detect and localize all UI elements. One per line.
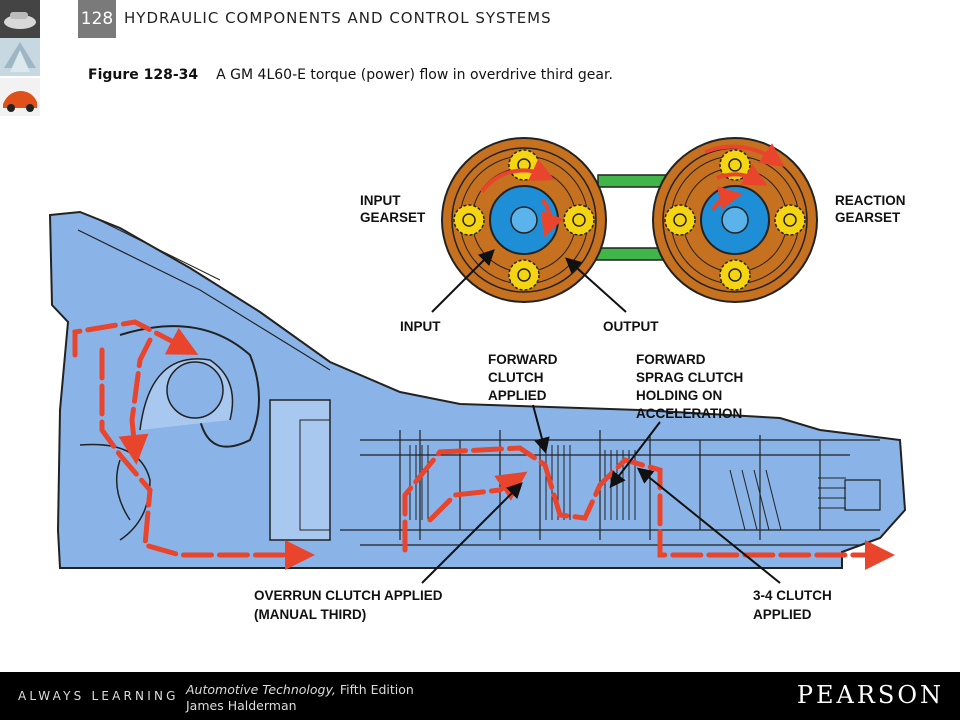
engine-thumbnail <box>0 38 40 76</box>
thumbnail-strip <box>0 0 40 116</box>
label-reaction-gearset: REACTION GEARSET <box>835 193 909 225</box>
footer-bar: ALWAYS LEARNING Automotive Technology, F… <box>0 672 960 720</box>
transmission-diagram: INPUT GEARSET REACTION GEARSET INPUT OUT… <box>48 137 909 622</box>
book-title: Automotive Technology, <box>186 682 336 697</box>
label-forward-sprag: FORWARD SPRAG CLUTCH HOLDING ON ACCELERA… <box>636 352 747 421</box>
book-info: Automotive Technology, Fifth Edition Jam… <box>186 682 414 714</box>
reaction-gearset-drawing <box>652 137 818 303</box>
label-input-gearset: INPUT GEARSET <box>360 193 426 225</box>
footer-tagline: ALWAYS LEARNING <box>18 689 179 703</box>
chapter-number-box: 128 <box>78 0 116 38</box>
car-thumbnail-orange <box>0 78 40 116</box>
leader-lines <box>421 249 781 584</box>
figure-number: Figure 128-34 <box>88 67 199 83</box>
car-thumbnail-silver <box>0 0 40 38</box>
label-output: OUTPUT <box>603 319 659 334</box>
publisher-logo: PEARSON <box>796 681 944 709</box>
figure-caption: Figure 128-34 A GM 4L60-E torque (power) … <box>88 67 613 83</box>
label-3-4-clutch: 3-4 CLUTCH APPLIED <box>753 588 836 622</box>
label-input: INPUT <box>400 319 441 334</box>
book-edition: Fifth Edition <box>335 682 414 697</box>
label-forward-clutch: FORWARD CLUTCH APPLIED <box>488 352 561 403</box>
figure-caption-text: A GM 4L60-E torque (power) flow in overd… <box>216 67 613 83</box>
chapter-title: HYDRAULIC COMPONENTS AND CONTROL SYSTEMS <box>124 9 552 27</box>
label-overrun-clutch: OVERRUN CLUTCH APPLIED (MANUAL THIRD) <box>254 588 446 622</box>
green-carrier-links <box>577 174 669 261</box>
book-author: James Halderman <box>186 698 297 713</box>
